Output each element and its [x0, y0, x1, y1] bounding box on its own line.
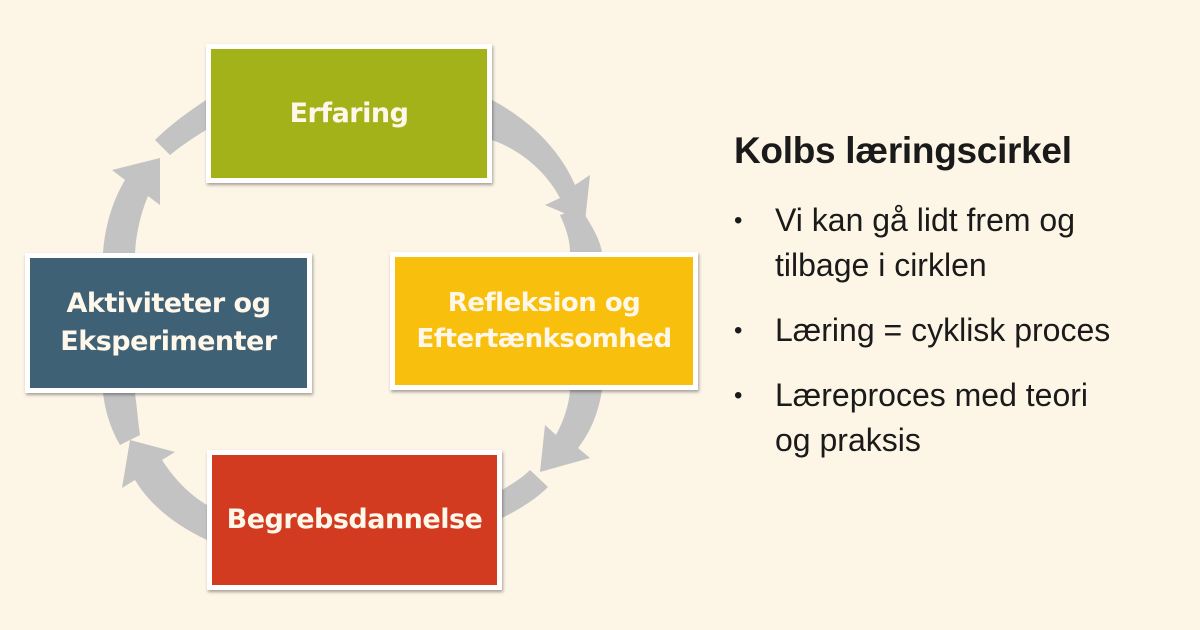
stage-begrebsdannelse-fill: Begrebsdannelse [212, 455, 497, 585]
arrow-begreb-to-aktiviteter [122, 440, 207, 540]
bullet-icon: • [734, 382, 743, 409]
stage-erfaring-label: Erfaring [289, 97, 409, 129]
arrow-segment-left-lower [103, 393, 140, 445]
bullet-item: • Læreproces med teori og praksis [734, 373, 1184, 463]
stage-erfaring-fill: Erfaring [211, 49, 487, 178]
stage-begrebsdannelse: Begrebsdannelse [207, 450, 502, 590]
arrow-segment-right-lower [502, 470, 548, 518]
text-panel: Kolbs læringscirkel • Vi kan gå lidt fre… [734, 130, 1184, 483]
stage-refleksion: Refleksion og Eftertænksomhed [390, 252, 698, 390]
arrow-refleksion-to-begreb [540, 390, 602, 472]
panel-title: Kolbs læringscirkel [734, 130, 1072, 171]
stage-erfaring: Erfaring [206, 44, 492, 183]
bullet-icon: • [734, 207, 743, 234]
cycle-arrows [103, 100, 602, 540]
stage-aktiviteter-fill: Aktiviteter og Eksperimenter [30, 258, 307, 388]
stage-refleksion-fill: Refleksion og Eftertænksomhed [395, 257, 693, 385]
bullet-text-line: tilbage i cirklen [775, 247, 987, 283]
bullet-item: • Vi kan gå lidt frem og tilbage i cirkl… [734, 198, 1184, 288]
bullet-text-line: Læring = cyklisk proces [775, 312, 1111, 348]
bullet-text-line: Læreproces med teori [775, 377, 1089, 413]
arrow-segment-left-upper [155, 100, 206, 155]
bullet-item: • Læring = cyklisk proces [734, 308, 1184, 353]
bullet-list: • Vi kan gå lidt frem og tilbage i cirkl… [734, 198, 1184, 463]
stage-begrebsdannelse-label: Begrebsdannelse [226, 504, 483, 536]
stage-refleksion-label-line2: Eftertænksomhed [416, 324, 672, 354]
arrow-aktiviteter-to-erfaring [103, 158, 160, 253]
stage-refleksion-label-line1: Refleksion og [447, 287, 641, 318]
stage-aktiviteter-label-line2: Eksperimenter [60, 326, 277, 357]
arrow-erfaring-to-refleksion [492, 100, 590, 222]
bullet-text-line: Vi kan gå lidt frem og [775, 202, 1076, 238]
stage-aktiviteter-label-line1: Aktiviteter og [66, 288, 271, 320]
stage-aktiviteter: Aktiviteter og Eksperimenter [25, 253, 312, 393]
bullet-icon: • [734, 317, 743, 344]
bullet-text-line: og praksis [775, 422, 921, 458]
arrow-segment-right-upper [560, 208, 602, 252]
